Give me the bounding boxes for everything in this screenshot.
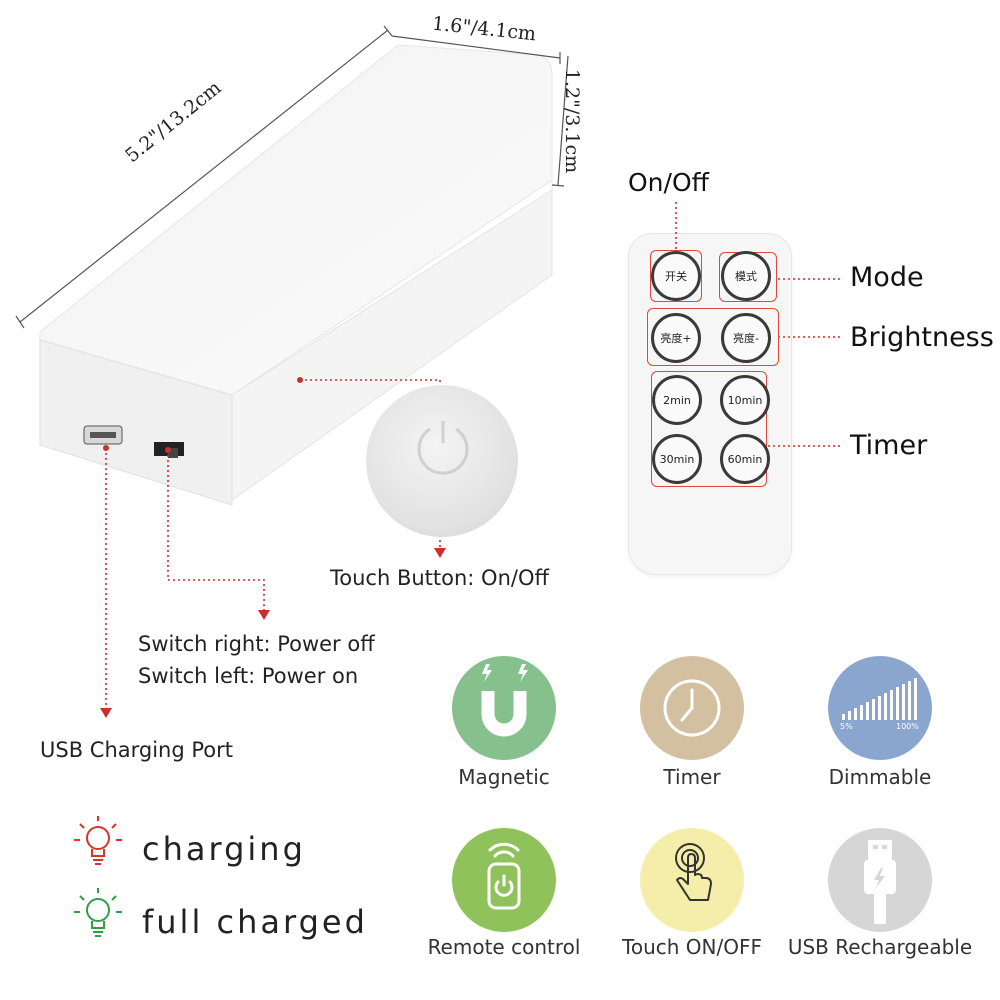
power-highlight bbox=[650, 250, 702, 302]
touch-button-zoom bbox=[366, 385, 518, 537]
onoff-label: On/Off bbox=[628, 168, 709, 197]
remote-timer-10min-button[interactable]: 10min bbox=[720, 375, 770, 425]
feature-dimmable-label: Dimmable bbox=[828, 765, 932, 789]
touch-hand-icon bbox=[675, 843, 712, 901]
brightness-bars-icon bbox=[842, 678, 917, 720]
remote-brightness-up-button[interactable]: 亮度+ bbox=[651, 313, 701, 363]
remote-power-button[interactable]: 开关 bbox=[651, 251, 701, 301]
full-charged-label: full charged bbox=[142, 903, 368, 941]
feature-magnetic-label: Magnetic bbox=[458, 765, 550, 789]
feature-remote-control-label: Remote control bbox=[427, 935, 581, 959]
feature-dimmable: 5% 100% bbox=[828, 656, 932, 760]
charging-bulb-icon bbox=[74, 816, 122, 865]
feature-usb bbox=[828, 828, 932, 932]
feature-timer bbox=[640, 656, 744, 760]
dimmable-max-label: 100% bbox=[896, 722, 919, 731]
timer-label: Timer bbox=[850, 430, 928, 461]
usb-port-icon bbox=[83, 425, 123, 445]
remote-mode-button[interactable]: 模式 bbox=[721, 251, 771, 301]
mode-label: Mode bbox=[850, 262, 924, 293]
brightness-highlight bbox=[647, 308, 779, 366]
magnet-icon bbox=[481, 664, 528, 737]
remote-icon bbox=[487, 842, 521, 910]
feature-remote-control bbox=[452, 828, 556, 932]
timer-highlight bbox=[651, 371, 767, 487]
usb-plug-icon bbox=[864, 840, 896, 924]
feature-touch-label: Touch ON/OFF bbox=[622, 935, 762, 959]
usb-port-label: USB Charging Port bbox=[40, 738, 233, 762]
charging-label: charging bbox=[142, 830, 306, 868]
clock-icon bbox=[663, 679, 721, 737]
remote-callout-lines bbox=[675, 202, 842, 447]
feature-magnetic bbox=[452, 656, 556, 760]
feature-touch bbox=[640, 828, 744, 932]
remote-timer-30min-button[interactable]: 30min bbox=[652, 434, 702, 484]
switch-right-label: Switch right: Power off bbox=[138, 632, 375, 656]
touch-button-label: Touch Button: On/Off bbox=[330, 566, 549, 590]
full-charged-bulb-icon bbox=[74, 888, 122, 937]
brightness-label: Brightness bbox=[850, 322, 994, 353]
dimmable-min-label: 5% bbox=[840, 722, 853, 731]
remote-brightness-down-button[interactable]: 亮度- bbox=[721, 313, 771, 363]
feature-usb-label: USB Rechargeable bbox=[787, 935, 973, 959]
feature-timer-label: Timer bbox=[663, 765, 721, 789]
power-icon bbox=[417, 421, 469, 475]
remote-timer-2min-button[interactable]: 2min bbox=[652, 375, 702, 425]
switch-left-label: Switch left: Power on bbox=[138, 664, 359, 688]
remote-timer-60min-button[interactable]: 60min bbox=[720, 434, 770, 484]
